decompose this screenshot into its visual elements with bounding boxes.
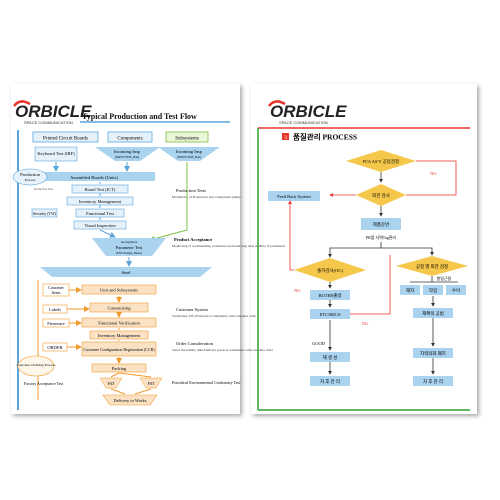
keyboard-test: Keyboard Test (IRF) — [37, 151, 75, 156]
customer-ordering: Customer Ordering Process — [17, 363, 56, 367]
left-logo-text: ORBICLE — [15, 102, 92, 121]
visual-inspection: Visual Inspection — [84, 223, 116, 228]
product-acceptance-title: Product Acceptance — [174, 237, 212, 242]
factory-acceptance-test: Factory Acceptance Test — [24, 381, 64, 386]
svg-text:Monitoring of Production and c: Monitoring of Production and component q… — [172, 195, 241, 199]
board-test: Board Test (ICT) — [85, 187, 116, 192]
firmware-box: Firmware — [47, 321, 65, 326]
diamond-shipping-inspection: 출하검사(OC) — [317, 267, 343, 274]
product-transfer: 제품운반 — [373, 221, 390, 228]
work-box: 작업 — [429, 287, 437, 294]
disposal-box: 자력의화 폐즈 — [420, 350, 446, 357]
material-box: 재자 — [406, 287, 415, 294]
etc-recs-box: ETC/RECS — [319, 312, 341, 317]
svg-text:(INPUT/SUB_Plan): (INPUT/SUB_Plan) — [115, 155, 139, 159]
production-label: Production — [20, 172, 40, 177]
orders-box: ORDER — [47, 345, 62, 350]
svg-text:Items: Items — [52, 290, 61, 295]
svg-text:Acceptance: Acceptance — [121, 240, 138, 244]
feedback-system: Feed Back System — [277, 194, 311, 199]
svg-text:(INPUT/SUB_Plan): (INPUT/SUB_Plan) — [177, 155, 201, 159]
unit-subsystems: Unit and Subsystems — [100, 288, 138, 293]
left-logo-sub: SPACE COMMUNICATION — [24, 120, 73, 125]
repair-box: 수이 — [452, 287, 460, 294]
fat-1: FAT — [108, 381, 115, 386]
customer-items: Customer — [48, 285, 64, 290]
diamond-process-inspection: 공정 별 외관 검정 — [416, 263, 448, 270]
fat-2: FAT — [148, 381, 155, 386]
left-logo: ORBICLE SPACE COMMUNICATION — [13, 100, 92, 125]
steel-band: Steel — [122, 270, 132, 275]
order-consideration-title: Order Consideration — [176, 341, 214, 346]
functional-verification: Functional Verification — [98, 321, 140, 326]
after-management-right: 차 후 관 리 — [423, 378, 443, 385]
top-box-subsystems: Subsystems — [175, 137, 199, 142]
ng-label-3: NG — [362, 321, 369, 326]
labels-box: Labels — [49, 307, 61, 312]
inventory-management-2: Inventory Management — [98, 333, 141, 338]
svg-text:Monitoring of workmanship, pro: Monitoring of workmanship, production yi… — [172, 244, 286, 249]
inventory-management: Inventory Management — [79, 199, 122, 204]
left-title: Typical Production and Test Flow — [82, 112, 197, 121]
right-logo-sub: SPACE COMMUNICATION — [279, 120, 328, 125]
right-logo-text: ORBICLE — [270, 102, 347, 121]
ng-label-2: NG — [294, 288, 301, 293]
regenerate-box: 재 생 성 — [323, 354, 338, 361]
functional-test: Functional Test — [86, 211, 114, 216]
good-label: GOOD — [312, 341, 326, 346]
diamond-appearance-check: 외관 검사 — [372, 192, 391, 199]
incoming-insp-1: Incoming Insp — [114, 149, 141, 154]
after-management-left: 차 후 관 리 — [320, 378, 340, 385]
top-box-components: Components — [117, 137, 142, 142]
periodical-test: Periodical Environmental Conformity Test — [172, 380, 241, 385]
customer-system-title: Customer System — [176, 307, 208, 312]
section-number: 3 — [284, 135, 287, 141]
svg-text:(ENV/EAQA_Phase): (ENV/EAQA_Phase) — [116, 251, 142, 255]
ng-label-1: NG — [430, 171, 437, 176]
parameter-test: Parameter Test — [116, 245, 143, 250]
customizing-box: Customizing — [107, 306, 131, 311]
assembled-boards: Assembled Boards (Units) — [70, 175, 118, 180]
production-tests-title: Production Tests — [176, 188, 206, 193]
svg-text:Process: Process — [25, 178, 36, 182]
diamond-pcs-inspection: PCS AS'Y 공업검정 — [363, 158, 399, 164]
ccr-box: Customer Configuration Registration (CCR… — [83, 347, 155, 352]
svg-text:Serial traceability links Deli: Serial traceability links Delivery goods… — [172, 348, 274, 352]
svg-text:Production Test: Production Test — [34, 187, 53, 191]
svg-text:항일근용: 항일근용 — [437, 275, 452, 281]
tag-management: PR품 사역Tag관리 — [366, 234, 397, 240]
rework-box: 재확의 공법 — [422, 310, 444, 317]
right-title: 품질관리 PROCESS — [293, 132, 357, 142]
buter-box: BUTER출방 — [318, 292, 341, 299]
packing-box: Packing — [112, 366, 127, 371]
incoming-insp-2: Incoming Insp — [176, 149, 203, 154]
top-box-pcb: Printed Circuit Boards — [43, 137, 88, 142]
svg-text:Verification (SV) Function is: Verification (SV) Function is compliance… — [172, 314, 257, 318]
delivery-to-works: Delivery to Works — [113, 398, 146, 403]
security-box: Security (TW) — [33, 211, 57, 216]
